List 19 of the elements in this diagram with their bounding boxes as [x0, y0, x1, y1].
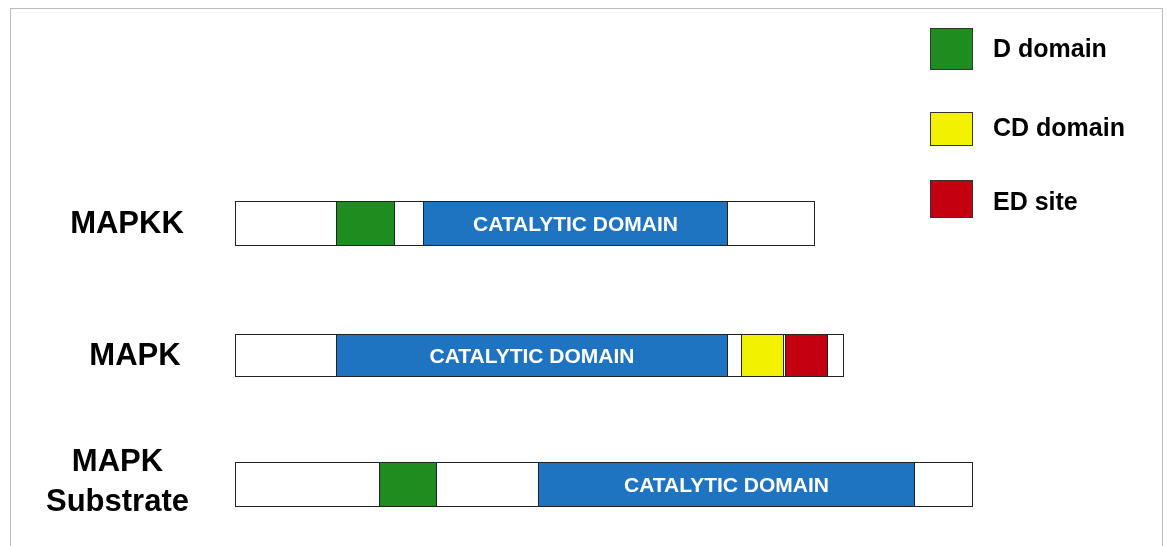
domain-segment: [785, 335, 828, 376]
domain-segment: [336, 335, 728, 376]
protein-bar: [235, 334, 844, 377]
legend-label: ED site: [993, 187, 1078, 216]
domain-segment: [741, 335, 784, 376]
protein-bar: [235, 201, 815, 246]
protein-name: MAPK Substrate: [45, 442, 190, 521]
domain-label: CATALYTIC DOMAIN: [473, 211, 678, 236]
protein-name: MAPK: [88, 336, 182, 374]
legend-label: D domain: [993, 34, 1107, 63]
protein-name: MAPKK: [69, 204, 185, 242]
domain-segment: [423, 202, 728, 245]
protein-bar: [235, 462, 973, 507]
domain-label: CATALYTIC DOMAIN: [624, 472, 829, 497]
domain-segment: [336, 202, 395, 245]
legend-label: CD domain: [993, 113, 1125, 142]
domain-segment: [538, 463, 915, 506]
domain-label: CATALYTIC DOMAIN: [429, 343, 635, 368]
domain-segment: [379, 463, 437, 506]
